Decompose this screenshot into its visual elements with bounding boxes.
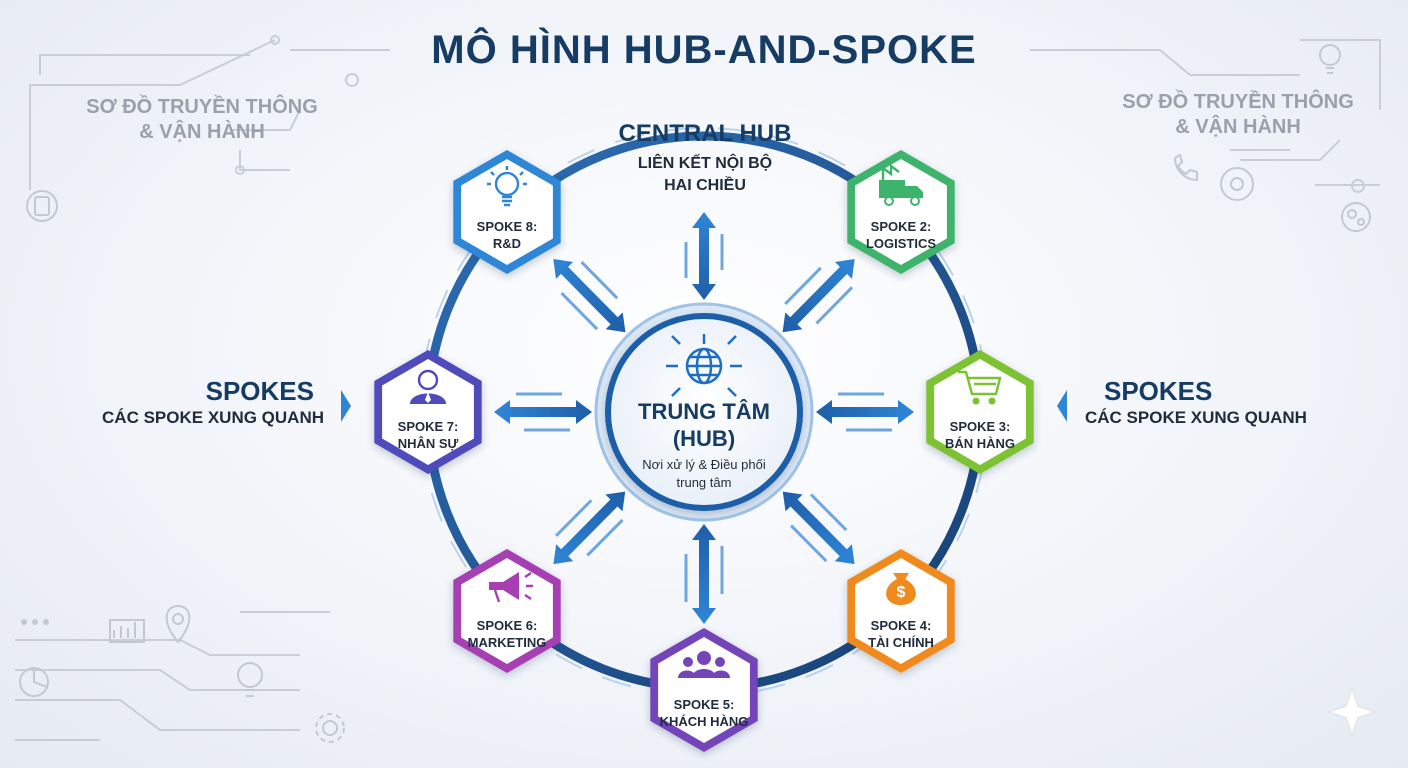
lightbulb-icon: [487, 166, 527, 207]
hub-description-line2: trung tâm: [676, 475, 732, 490]
spoke-label-line1: SPOKE 7:: [397, 419, 459, 434]
spoke-label-line1: SPOKE 6:: [476, 618, 538, 633]
hub-title: TRUNG TÂM (HUB): [604, 398, 804, 452]
cart-icon: [958, 370, 1002, 405]
hub-title-line1: TRUNG TÂM: [638, 399, 770, 424]
spoke-label-line2: TÀI CHÍNH: [868, 635, 934, 650]
bidirectional-arrow: [553, 491, 626, 565]
page-title: MÔ HÌNH HUB-AND-SPOKE: [431, 28, 977, 72]
spoke-label-2: SPOKE 2: LOGISTICS: [846, 218, 956, 252]
spoke-label-3: SPOKE 3: BÁN HÀNG: [925, 418, 1035, 452]
location-pin-icon: [165, 604, 191, 644]
spoke-node-8: [453, 150, 561, 274]
settings-icon: [1220, 167, 1254, 201]
right-spokes-subheading: CÁC SPOKE XUNG QUANH: [1085, 408, 1307, 427]
dots-icon: [21, 619, 49, 625]
hub-circle: [605, 313, 803, 511]
circuit-decor-right: [1030, 39, 1381, 193]
spoke-label-line2: NHÂN SỰ: [397, 436, 459, 451]
users-icon: [678, 651, 730, 678]
spoke-label-line1: SPOKE 2:: [870, 219, 932, 234]
gears-icon: [1341, 202, 1371, 232]
spoke-label-line1: SPOKE 4:: [870, 618, 932, 633]
phone-icon: [1173, 153, 1198, 182]
spoke-label-4: SPOKE 4: TÀI CHÍNH: [846, 617, 956, 651]
central-hub-line1: LIÊN KẾT NỘI BỘ: [637, 155, 773, 172]
spoke-label-line1: SPOKE 3:: [949, 419, 1011, 434]
bidirectional-arrow: [782, 491, 855, 565]
lightbulb-corner-icon: [1319, 44, 1341, 74]
spoke-label-line2: MARKETING: [467, 635, 547, 650]
spoke-node-7: [374, 350, 482, 474]
chart-icon: [109, 619, 145, 643]
central-hub-line2: HAI CHIỀU: [664, 177, 746, 194]
spoke-label-line1: SPOKE 5:: [673, 697, 735, 712]
lightbulb-decor-icon: [237, 662, 263, 697]
bidirectional-arrow: [782, 259, 855, 333]
spoke-label-5: SPOKE 5: KHÁCH HÀNG: [649, 696, 759, 730]
spoke-arrows: [494, 212, 914, 624]
corner-right-caption: SƠ ĐỒ TRUYỀN THÔNG & VẬN HÀNH: [1088, 90, 1388, 140]
bidirectional-arrow: [684, 524, 724, 624]
clipboard-icon: [26, 190, 58, 222]
bidirectional-arrow: [684, 212, 724, 300]
gear-icon: [315, 713, 345, 743]
spoke-label-line2: R&D: [492, 236, 522, 251]
bidirectional-arrow: [553, 259, 626, 333]
person-icon: [410, 369, 446, 404]
money-bag-icon: $: [886, 573, 916, 605]
spoke-node-2: [847, 150, 955, 274]
spoke-label-6: SPOKE 6: MARKETING: [452, 617, 562, 651]
central-hub-heading: CENTRAL HUB: [618, 120, 792, 147]
hub-description-line1: Nơi xử lý & Điều phối: [642, 457, 766, 472]
circuit-decor-left: [15, 35, 390, 741]
pie-chart-icon: [19, 667, 49, 697]
bidirectional-arrow: [494, 392, 592, 432]
sparkle-icon: [1325, 685, 1379, 739]
spoke-label-7: SPOKE 7: NHÂN SỰ: [373, 418, 483, 452]
corner-left-line2: & VẬN HÀNH: [139, 121, 265, 143]
spoke-node-5: [650, 628, 758, 752]
left-spokes-subheading: CÁC SPOKE XUNG QUANH: [102, 408, 324, 427]
corner-left-caption: SƠ ĐỒ TRUYỀN THÔNG & VẬN HÀNH: [52, 95, 352, 145]
spoke-node-6: [453, 549, 561, 673]
spoke-label-line2: LOGISTICS: [865, 236, 937, 251]
left-spokes-heading: SPOKES: [205, 376, 314, 406]
hub-title-line2: (HUB): [672, 426, 736, 451]
truck-icon: [879, 163, 923, 206]
spoke-label-line2: KHÁCH HÀNG: [659, 714, 749, 729]
spoke-label-8: SPOKE 8: R&D: [452, 218, 562, 252]
spoke-node-3: [926, 350, 1034, 474]
left-chevron-icon: [341, 390, 351, 422]
spoke-label-line2: BÁN HÀNG: [944, 436, 1016, 451]
corner-right-line2: & VẬN HÀNH: [1175, 116, 1301, 138]
spoke-node-4: $: [847, 549, 955, 673]
central-hub-subheading: LIÊN KẾT NỘI BỘ HAI CHIỀU: [560, 153, 850, 197]
globe-icon: [666, 334, 742, 397]
bidirectional-arrow: [816, 392, 914, 432]
megaphone-icon: [489, 572, 533, 603]
spoke-label-line1: SPOKE 8:: [476, 219, 538, 234]
svg-text:$: $: [897, 584, 906, 601]
right-chevron-icon: [1057, 390, 1067, 422]
hub-description: Nơi xử lý & Điều phối trung tâm: [614, 456, 794, 492]
right-spokes-heading: SPOKES: [1104, 376, 1213, 406]
corner-right-line1: SƠ ĐỒ TRUYỀN THÔNG: [1122, 91, 1354, 113]
corner-left-line1: SƠ ĐỒ TRUYỀN THÔNG: [86, 96, 318, 118]
